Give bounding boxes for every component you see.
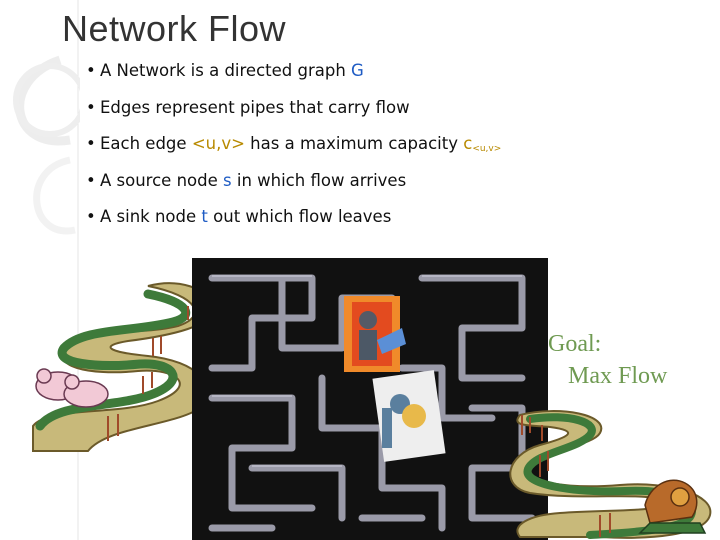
bullet-marker: •	[86, 134, 96, 153]
decorative-swirl	[13, 0, 80, 540]
sink-symbol: t	[201, 207, 208, 226]
bullet-item: •A sink node t out which flow leaves	[86, 202, 501, 239]
bullet-item: •Each edge <u,v> has a maximum capacity …	[86, 129, 501, 166]
capacity-symbol: c	[463, 134, 473, 153]
bullet-marker: •	[86, 207, 96, 226]
goal-value: Max Flow	[568, 363, 668, 389]
graph-symbol: G	[351, 61, 364, 80]
bullet-item: •A Network is a directed graph G	[86, 56, 501, 93]
goal-label: Goal:	[548, 331, 602, 357]
bullet-list: •A Network is a directed graph G •Edges …	[86, 56, 501, 239]
river-sphinx-clipart	[509, 410, 712, 539]
bullet-marker: •	[86, 170, 96, 190]
edge-symbol: <u,v>	[191, 134, 245, 153]
bullet-marker: •	[86, 61, 96, 80]
goal-callout: Goal: Max Flow	[548, 328, 667, 392]
bullet-item: •A source node s in which flow arrives	[86, 166, 501, 203]
bullet-item: •Edges represent pipes that carry flow	[86, 93, 501, 130]
capacity-subscript: <u,v>	[472, 144, 502, 154]
source-symbol: s	[223, 170, 232, 190]
pipe-maze-image	[192, 258, 548, 540]
slide-title: Network Flow	[62, 8, 287, 49]
river-swimmers-clipart	[32, 282, 215, 452]
bullet-marker: •	[86, 97, 96, 117]
